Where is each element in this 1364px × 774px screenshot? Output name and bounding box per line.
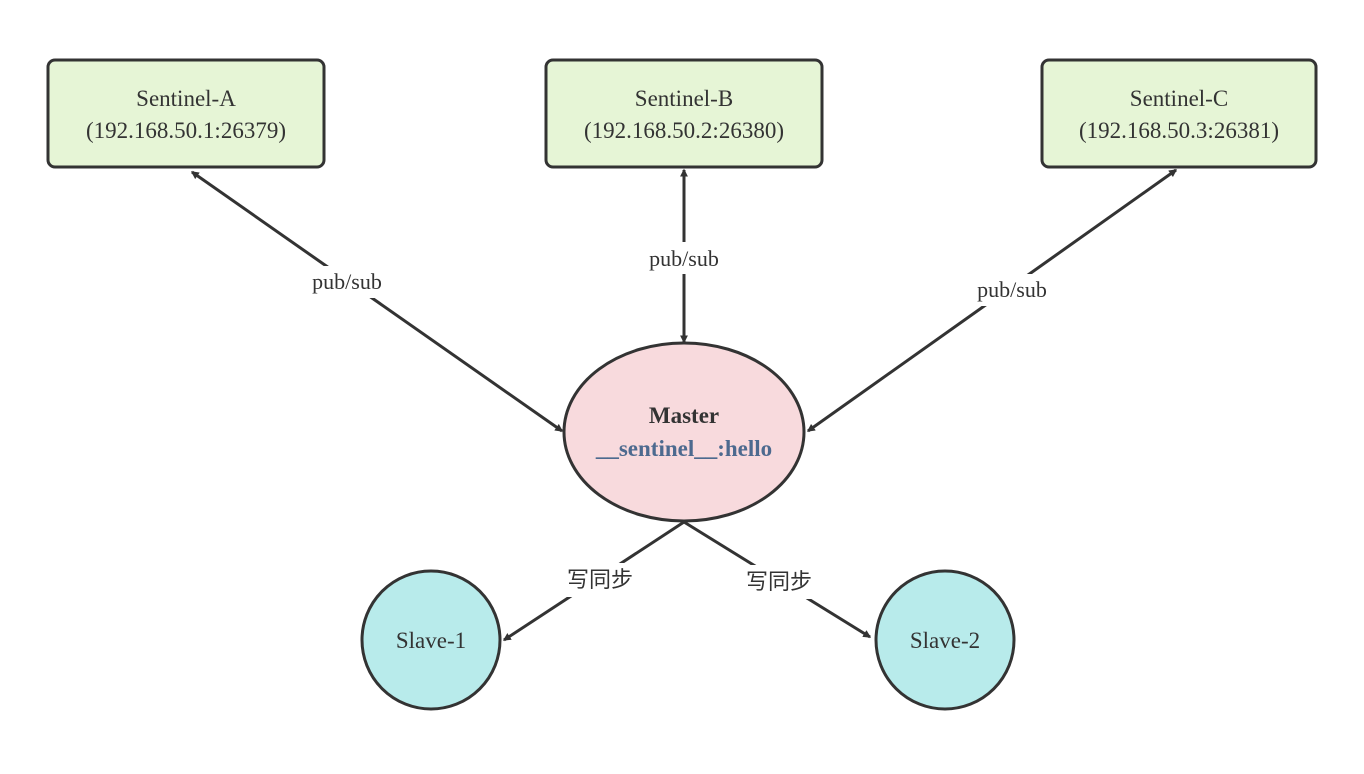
- sentinel-node-b: Sentinel-B (192.168.50.2:26380): [544, 58, 824, 169]
- sentinel-address-a: (192.168.50.1:26379): [86, 118, 286, 143]
- edge-label-a: pub/sub: [312, 269, 382, 294]
- sentinel-address-c: (192.168.50.3:26381): [1079, 118, 1279, 143]
- edge-line-a: [190, 170, 564, 433]
- edge-label-slave-1: 写同步: [567, 567, 633, 592]
- edge-label-bg-slave-1: [556, 563, 644, 597]
- edge-sentinel-b-master: pub/sub: [638, 168, 730, 344]
- slave-node-1: Slave-1: [360, 569, 502, 711]
- slave-circle-1: [360, 569, 502, 711]
- edge-label-bg-a: [300, 266, 394, 298]
- master-title: Master: [649, 403, 719, 428]
- edge-label-bg-c: [965, 274, 1059, 306]
- sentinel-address-b: (192.168.50.2:26380): [584, 118, 784, 143]
- slave-name-1: Slave-1: [396, 628, 466, 653]
- master-ellipse: [562, 341, 806, 523]
- edge-sentinel-a-master: pub/sub: [190, 170, 564, 433]
- sentinel-name-a: Sentinel-A: [136, 86, 236, 111]
- edge-master-slave-2: 写同步: [683, 520, 872, 639]
- sentinel-node-a: Sentinel-A (192.168.50.1:26379): [46, 58, 326, 169]
- sentinel-box-a: [46, 58, 326, 169]
- sentinel-box-c: [1040, 58, 1318, 169]
- slave-name-2: Slave-2: [910, 628, 980, 653]
- master-channel: __sentinel__:hello: [595, 436, 772, 461]
- slave-circle-2: [874, 569, 1016, 711]
- master-node: Master __sentinel__:hello: [562, 341, 806, 523]
- sentinel-name-c: Sentinel-C: [1130, 86, 1228, 111]
- edge-label-bg-b: [638, 242, 730, 274]
- edge-label-bg-slave-2: [735, 565, 823, 599]
- edge-label-b: pub/sub: [649, 246, 719, 271]
- edge-master-slave-1: 写同步: [502, 520, 685, 642]
- sentinel-node-c: Sentinel-C (192.168.50.3:26381): [1040, 58, 1318, 169]
- edge-label-c: pub/sub: [977, 277, 1047, 302]
- slave-node-2: Slave-2: [874, 569, 1016, 711]
- edge-label-slave-2: 写同步: [746, 569, 812, 594]
- sentinel-box-b: [544, 58, 824, 169]
- sentinel-name-b: Sentinel-B: [635, 86, 733, 111]
- edge-sentinel-c-master: pub/sub: [806, 168, 1178, 433]
